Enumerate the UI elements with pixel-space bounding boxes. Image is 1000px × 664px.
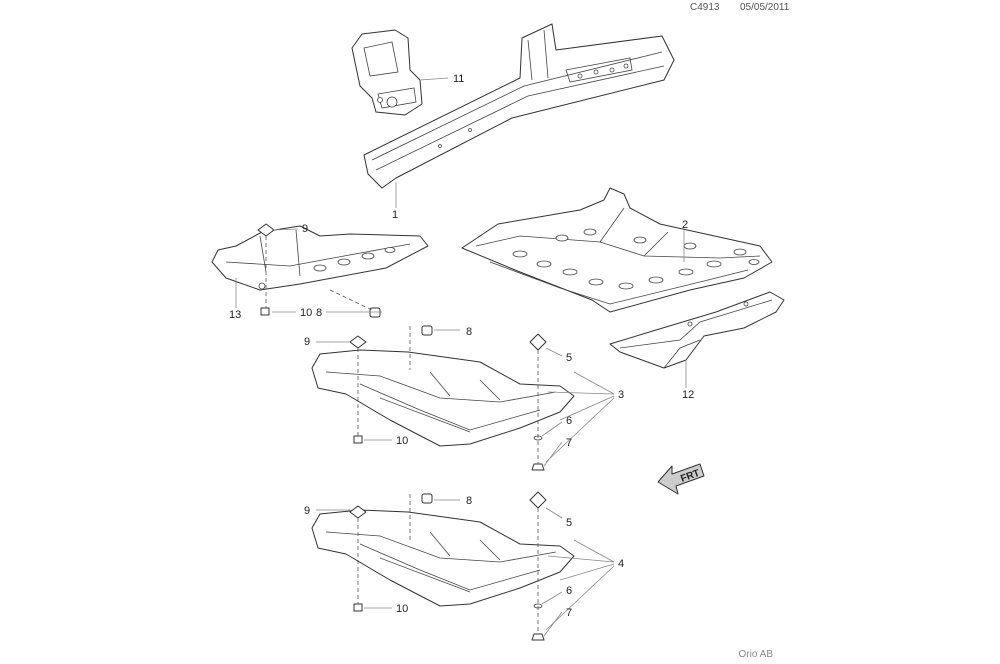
part-2-floor-panel xyxy=(461,187,773,313)
callout-8: 8 xyxy=(466,326,472,338)
part-4-underbody-shield xyxy=(311,509,575,607)
callout-3: 3 xyxy=(618,389,624,401)
part-5-clip xyxy=(529,491,547,509)
part-8-nut xyxy=(369,307,381,318)
assembly-lines xyxy=(265,236,539,634)
callout-labels: 11 1 2 12 13 9 10 8 9 8 10 5 3 6 7 9 8 1… xyxy=(229,73,694,619)
diagram-date: 05/05/2011 xyxy=(740,2,790,13)
part-8-nut xyxy=(421,325,433,336)
callout-11: 11 xyxy=(453,73,464,85)
diagram-code: C4913 xyxy=(690,2,720,13)
part-7-nut xyxy=(531,463,545,471)
callout-9: 9 xyxy=(302,223,308,235)
callout-9: 9 xyxy=(304,336,310,348)
part-3-underbody-shield xyxy=(311,349,575,447)
callout-5: 5 xyxy=(566,517,572,529)
callout-6: 6 xyxy=(566,415,572,427)
callout-7: 7 xyxy=(566,437,572,449)
callout-6: 6 xyxy=(566,585,572,597)
callout-8: 8 xyxy=(316,307,322,319)
part-10-screw xyxy=(260,307,270,316)
callout-5: 5 xyxy=(566,352,572,364)
callout-12: 12 xyxy=(682,389,694,401)
part-1-sill-panel xyxy=(363,23,675,189)
callout-9: 9 xyxy=(304,505,310,517)
part-10-screw xyxy=(353,435,363,444)
callout-2: 2 xyxy=(682,219,688,231)
brand-footer: Orio AB xyxy=(738,649,773,660)
part-5-clip xyxy=(529,333,547,351)
part-13-rear-shield xyxy=(211,225,429,291)
part-9-clip xyxy=(349,505,367,519)
front-direction-arrow: FRT xyxy=(657,463,705,495)
part-12-side-shield xyxy=(609,291,785,369)
callout-4: 4 xyxy=(618,558,624,570)
callout-1: 1 xyxy=(392,209,398,221)
part-11-bracket xyxy=(351,29,423,116)
part-10-screw xyxy=(353,603,363,612)
leader-lines xyxy=(235,77,687,637)
callout-10: 10 xyxy=(396,603,408,615)
part-7-nut xyxy=(531,633,545,641)
callout-8: 8 xyxy=(466,495,472,507)
part-9-clip xyxy=(349,335,367,349)
callout-13: 13 xyxy=(229,309,241,321)
callout-10: 10 xyxy=(396,435,408,447)
part-8-nut xyxy=(421,493,433,504)
callout-10: 10 xyxy=(300,307,312,319)
callout-7: 7 xyxy=(566,607,572,619)
